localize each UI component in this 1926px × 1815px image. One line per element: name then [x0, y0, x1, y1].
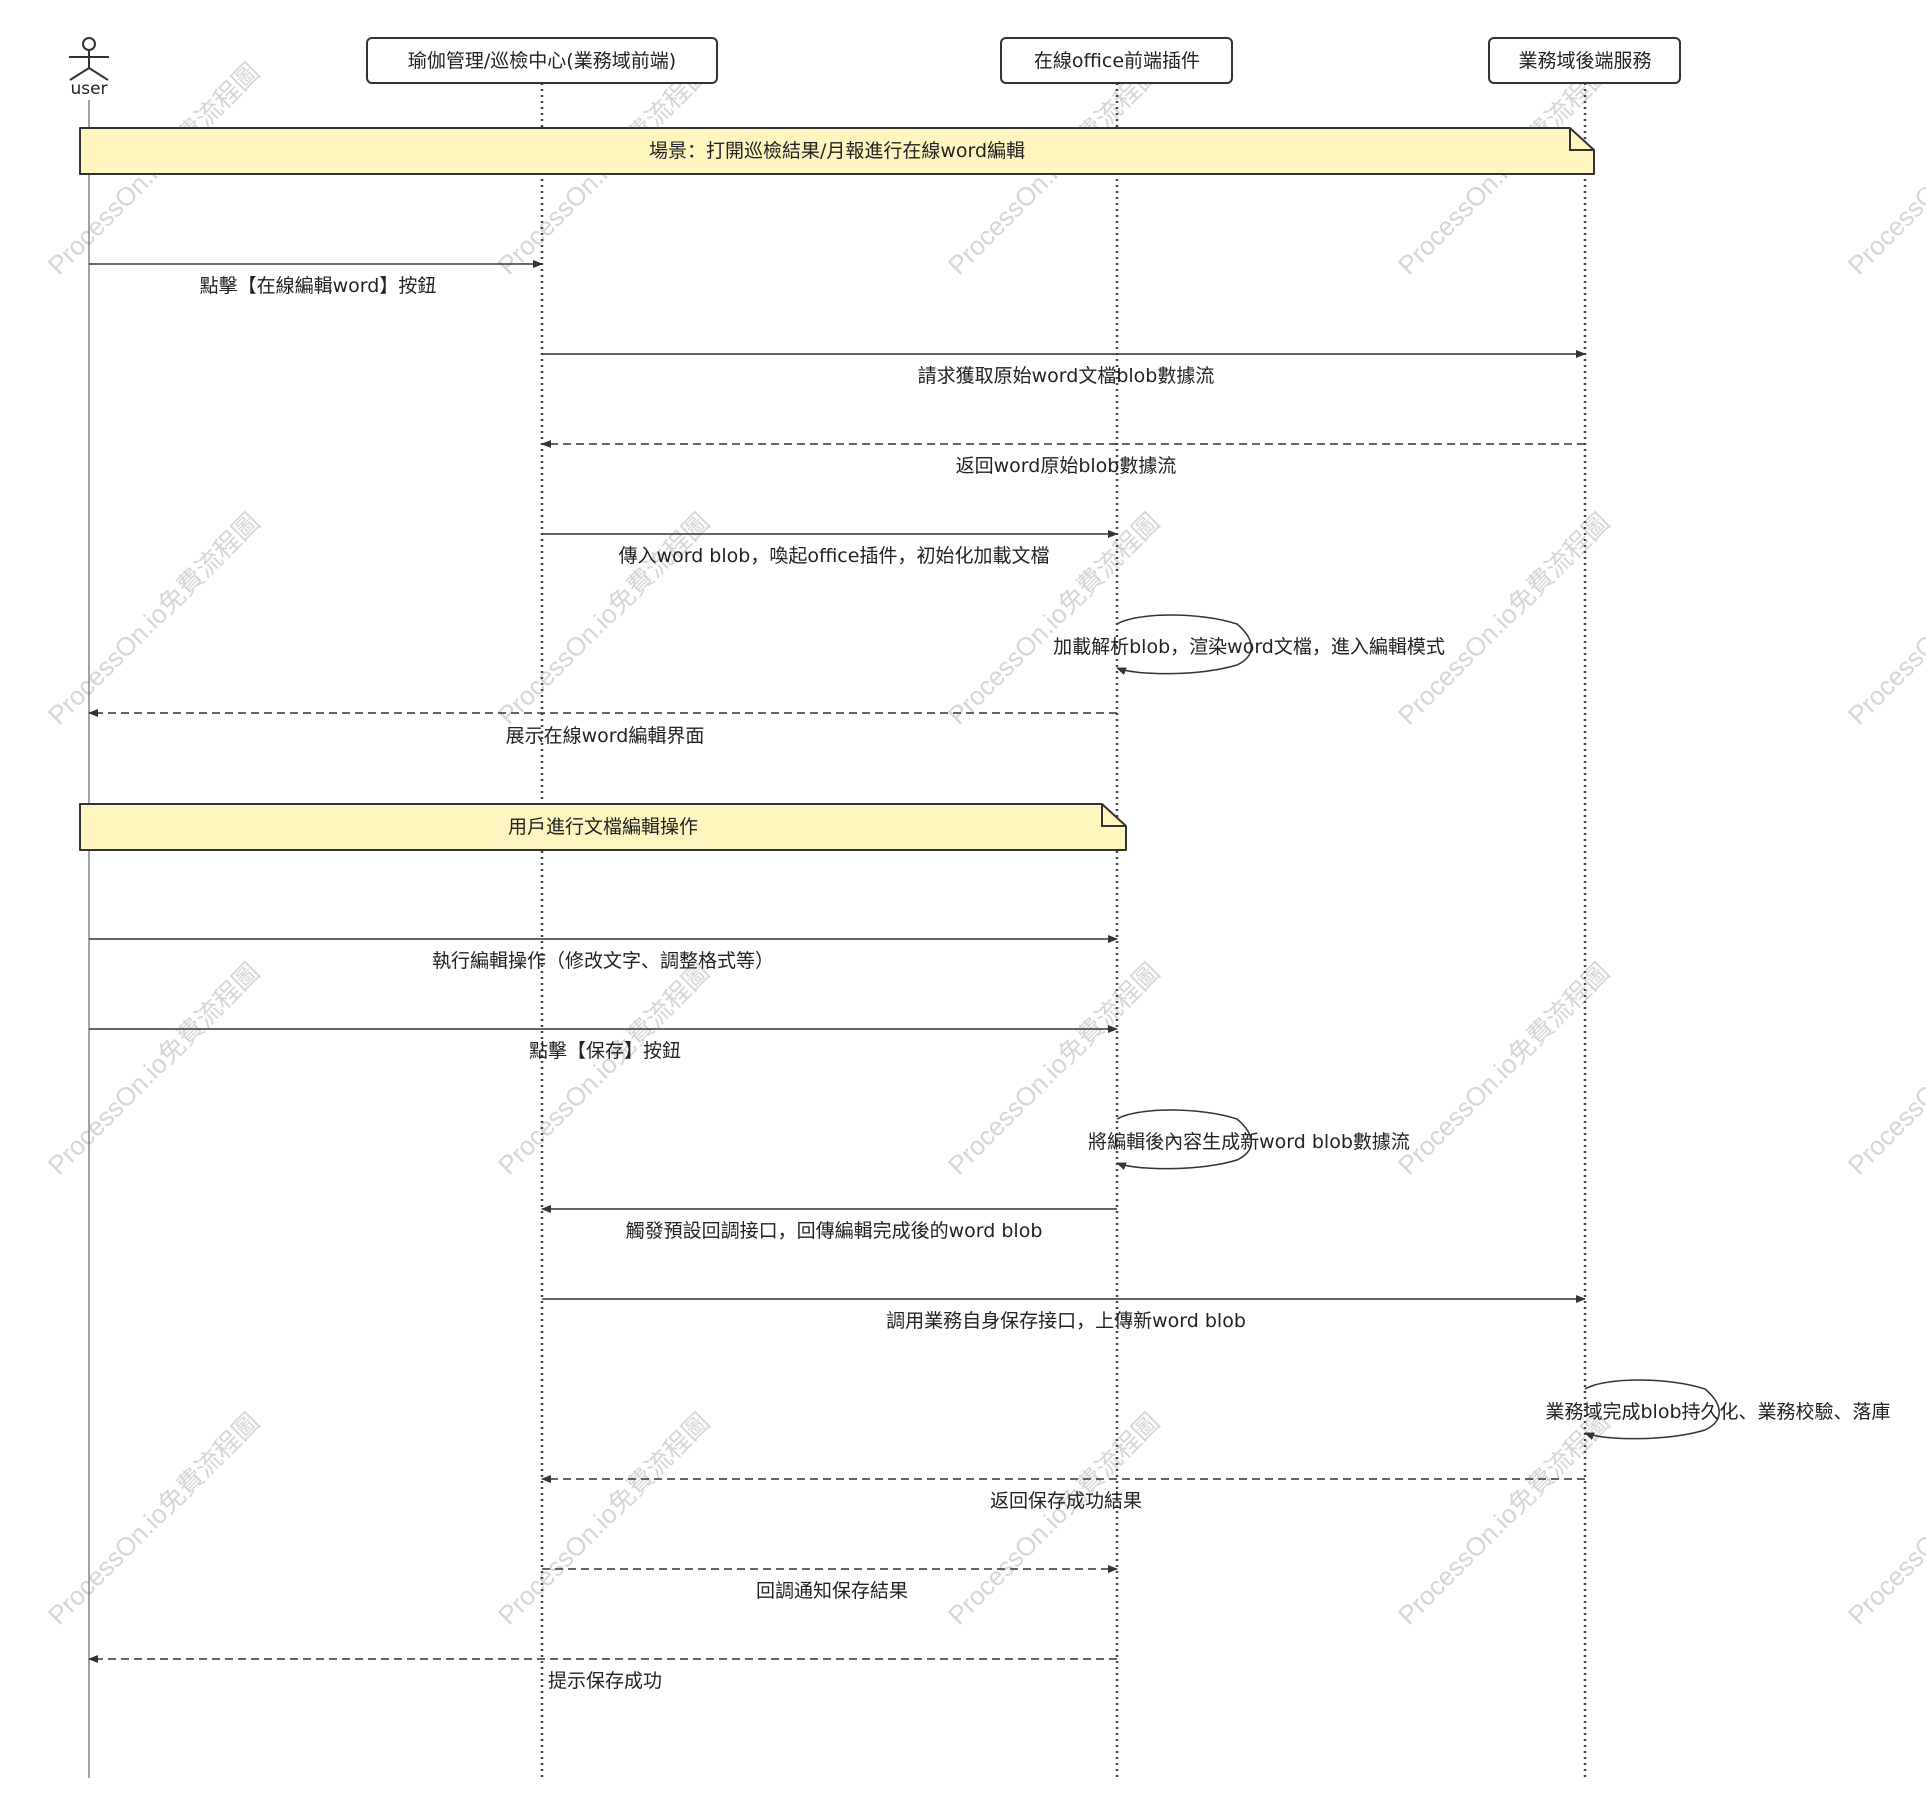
- participant-user-label: user: [70, 79, 107, 99]
- message-label-7: 執行編輯操作（修改文字、調整格式等）: [432, 950, 774, 972]
- message-label-4: 傳入word blob，喚起office插件，初始化加載文檔: [619, 545, 1050, 567]
- message-label-5: 加載解析blob，渲染word文檔，進入編輯模式: [1053, 636, 1445, 658]
- message-label-3: 返回word原始blob數據流: [956, 455, 1177, 477]
- watermark-text: ProcessOn.io免費流程圖: [1392, 1407, 1616, 1631]
- message-label-13: 返回保存成功結果: [990, 1490, 1142, 1512]
- message-label-10: 觸發預設回調接口，回傳編輯完成後的word blob: [626, 1220, 1043, 1242]
- watermark-text: ProcessOn.io免費流程圖: [42, 957, 266, 1181]
- message-label-9: 將編輯後內容生成新word blob數據流: [1088, 1131, 1410, 1153]
- message-self-loop-9: [1116, 1109, 1252, 1170]
- message-self-loop-5: [1116, 614, 1252, 675]
- participant-plugin-label: 在線office前端插件: [1034, 50, 1200, 72]
- message-label-11: 調用業務自身保存接口，上傳新word blob: [886, 1310, 1246, 1332]
- note-scene[interactable]: 場景：打開巡檢結果/月報進行在線word編輯: [79, 127, 1595, 175]
- watermark-text: ProcessOn.io免費流程圖: [942, 1407, 1166, 1631]
- watermark-text: ProcessOn.io免費流程圖: [492, 507, 716, 731]
- participant-plugin-box[interactable]: [1000, 37, 1233, 84]
- watermark-text: ProcessOn.io免費流程圖: [42, 1407, 266, 1631]
- message-self-loop-12: [1584, 1379, 1720, 1440]
- watermark-text: ProcessOn.io免費流程圖: [1842, 1407, 1926, 1631]
- note-edit[interactable]: 用戶進行文檔編輯操作: [79, 803, 1127, 851]
- message-label-8: 點擊【保存】按鈕: [529, 1040, 681, 1062]
- watermark-text: ProcessOn.io免費流程圖: [1392, 507, 1616, 731]
- message-label-1: 點擊【在線編輯word】按鈕: [200, 275, 437, 297]
- watermark-text: ProcessOn.io免費流程圖: [1392, 957, 1616, 1181]
- participant-frontend-label: 瑜伽管理/巡檢中心(業務域前端): [408, 50, 676, 72]
- participant-frontend-box[interactable]: [366, 37, 718, 84]
- user-actor-icon[interactable]: [69, 37, 109, 81]
- note-edit-text: 用戶進行文檔編輯操作: [508, 816, 698, 838]
- watermark-text: ProcessOn.io免費流程圖: [42, 507, 266, 731]
- message-label-2: 請求獲取原始word文檔blob數據流: [918, 365, 1215, 387]
- participant-backend-box[interactable]: [1488, 37, 1681, 84]
- message-label-14: 回調通知保存結果: [756, 1580, 908, 1602]
- message-label-15: 提示保存成功: [548, 1670, 662, 1692]
- watermark-text: ProcessOn.io免費流程圖: [1842, 957, 1926, 1181]
- watermark-text: ProcessOn.io免費流程圖: [492, 957, 716, 1181]
- watermark-text: ProcessOn.io免費流程圖: [1842, 507, 1926, 731]
- message-label-12: 業務域完成blob持久化、業務校驗、落庫: [1545, 1401, 1890, 1423]
- participant-backend-label: 業務域後端服務: [1518, 50, 1651, 72]
- watermark-text: ProcessOn.io免費流程圖: [492, 1407, 716, 1631]
- watermark-text: ProcessOn.io免費流程圖: [1842, 57, 1926, 281]
- note-scene-text: 場景：打開巡檢結果/月報進行在線word編輯: [649, 140, 1025, 162]
- message-label-6: 展示在線word編輯界面: [506, 725, 705, 747]
